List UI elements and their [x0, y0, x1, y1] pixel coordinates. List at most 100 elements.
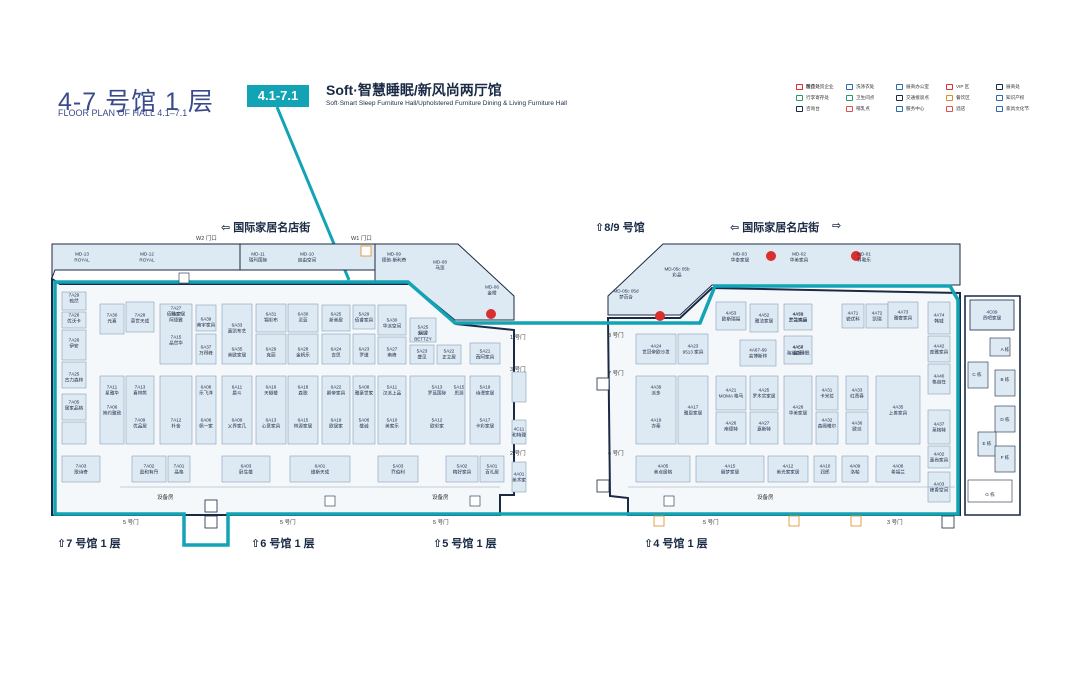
- hall-label-5[interactable]: ⇧5 号馆 1 层: [433, 538, 497, 550]
- hall-label-7[interactable]: ⇧7 号馆 1 层: [57, 538, 121, 550]
- hall-label-4[interactable]: ⇧4 号馆 1 层: [644, 538, 708, 550]
